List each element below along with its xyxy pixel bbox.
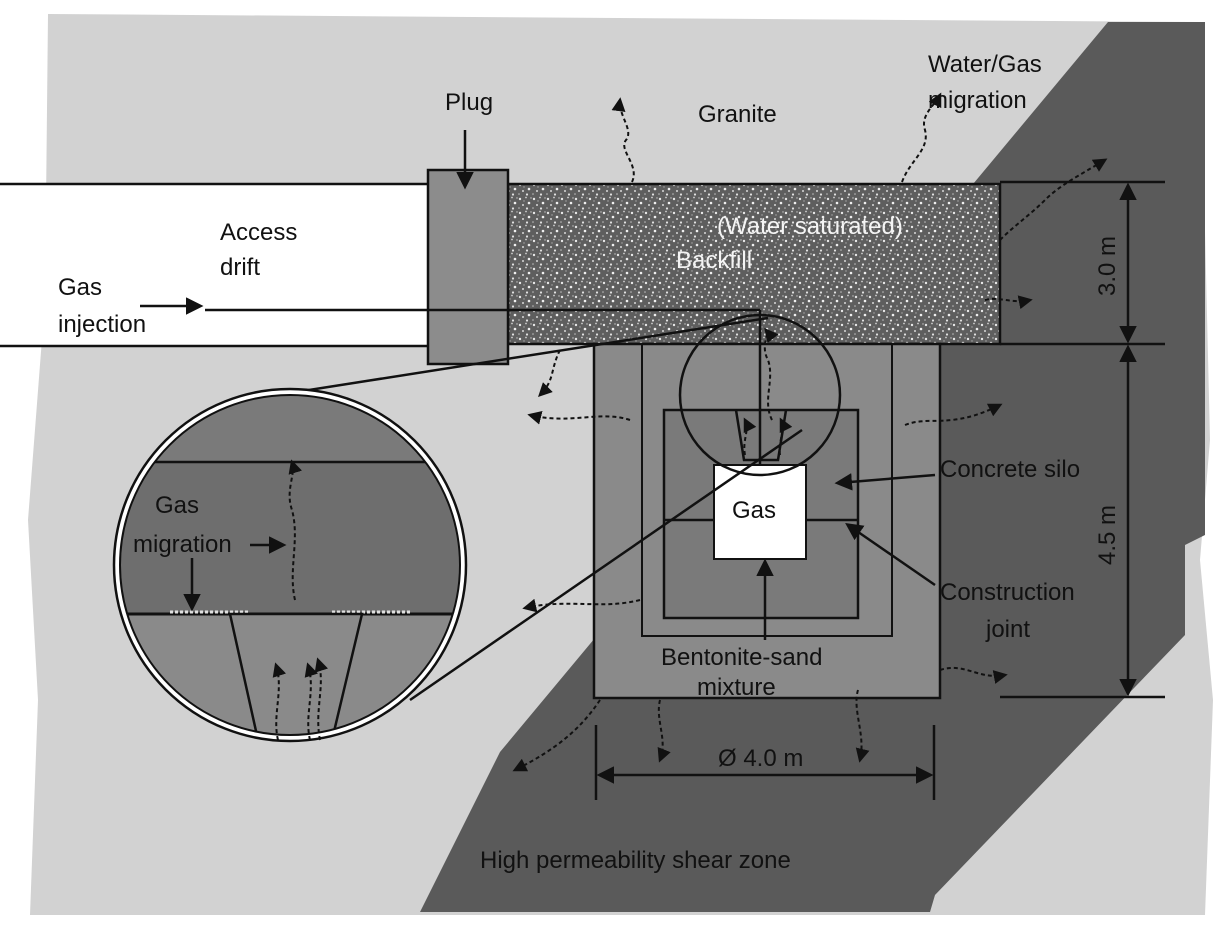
label-gas-injection-2: injection	[58, 311, 146, 338]
label-migration: migration	[928, 87, 1027, 114]
label-gas-migration-1: Gas	[155, 492, 199, 519]
label-access: Access	[220, 219, 297, 246]
magnifier-line-top	[257, 316, 769, 400]
label-water-saturated: (Water saturated)	[717, 213, 903, 240]
label-gas: Gas	[732, 497, 776, 524]
label-water-gas: Water/Gas	[928, 51, 1042, 78]
dimension-lines	[594, 180, 1165, 800]
bentonite-inner-outline	[641, 343, 893, 637]
label-shear-zone: High permeability shear zone	[480, 847, 791, 874]
access-drift	[0, 184, 430, 346]
label-granite: Granite	[698, 101, 777, 128]
label-gas-migration-2: migration	[133, 531, 232, 558]
label-backfill: Backfill	[676, 247, 752, 274]
migration-paths	[272, 92, 1108, 772]
magnified-detail	[112, 387, 468, 743]
label-construction: Construction	[940, 579, 1075, 606]
label-plug: Plug	[445, 89, 493, 116]
pointer-arrows	[140, 130, 936, 612]
label-dim-backfill: 3.0 m	[1094, 236, 1121, 296]
label-mixture: mixture	[697, 674, 776, 701]
label-diameter: Ø 4.0 m	[718, 745, 803, 772]
plug	[426, 168, 510, 366]
label-bentonite: Bentonite-sand	[661, 644, 822, 671]
magnifier-line-bottom	[409, 428, 803, 702]
label-joint: joint	[985, 616, 1030, 643]
label-dim-silo: 4.5 m	[1094, 505, 1121, 565]
label-gas-injection-1: Gas	[58, 274, 102, 301]
label-concrete-silo: Concrete silo	[940, 456, 1080, 483]
label-drift: drift	[220, 254, 260, 281]
